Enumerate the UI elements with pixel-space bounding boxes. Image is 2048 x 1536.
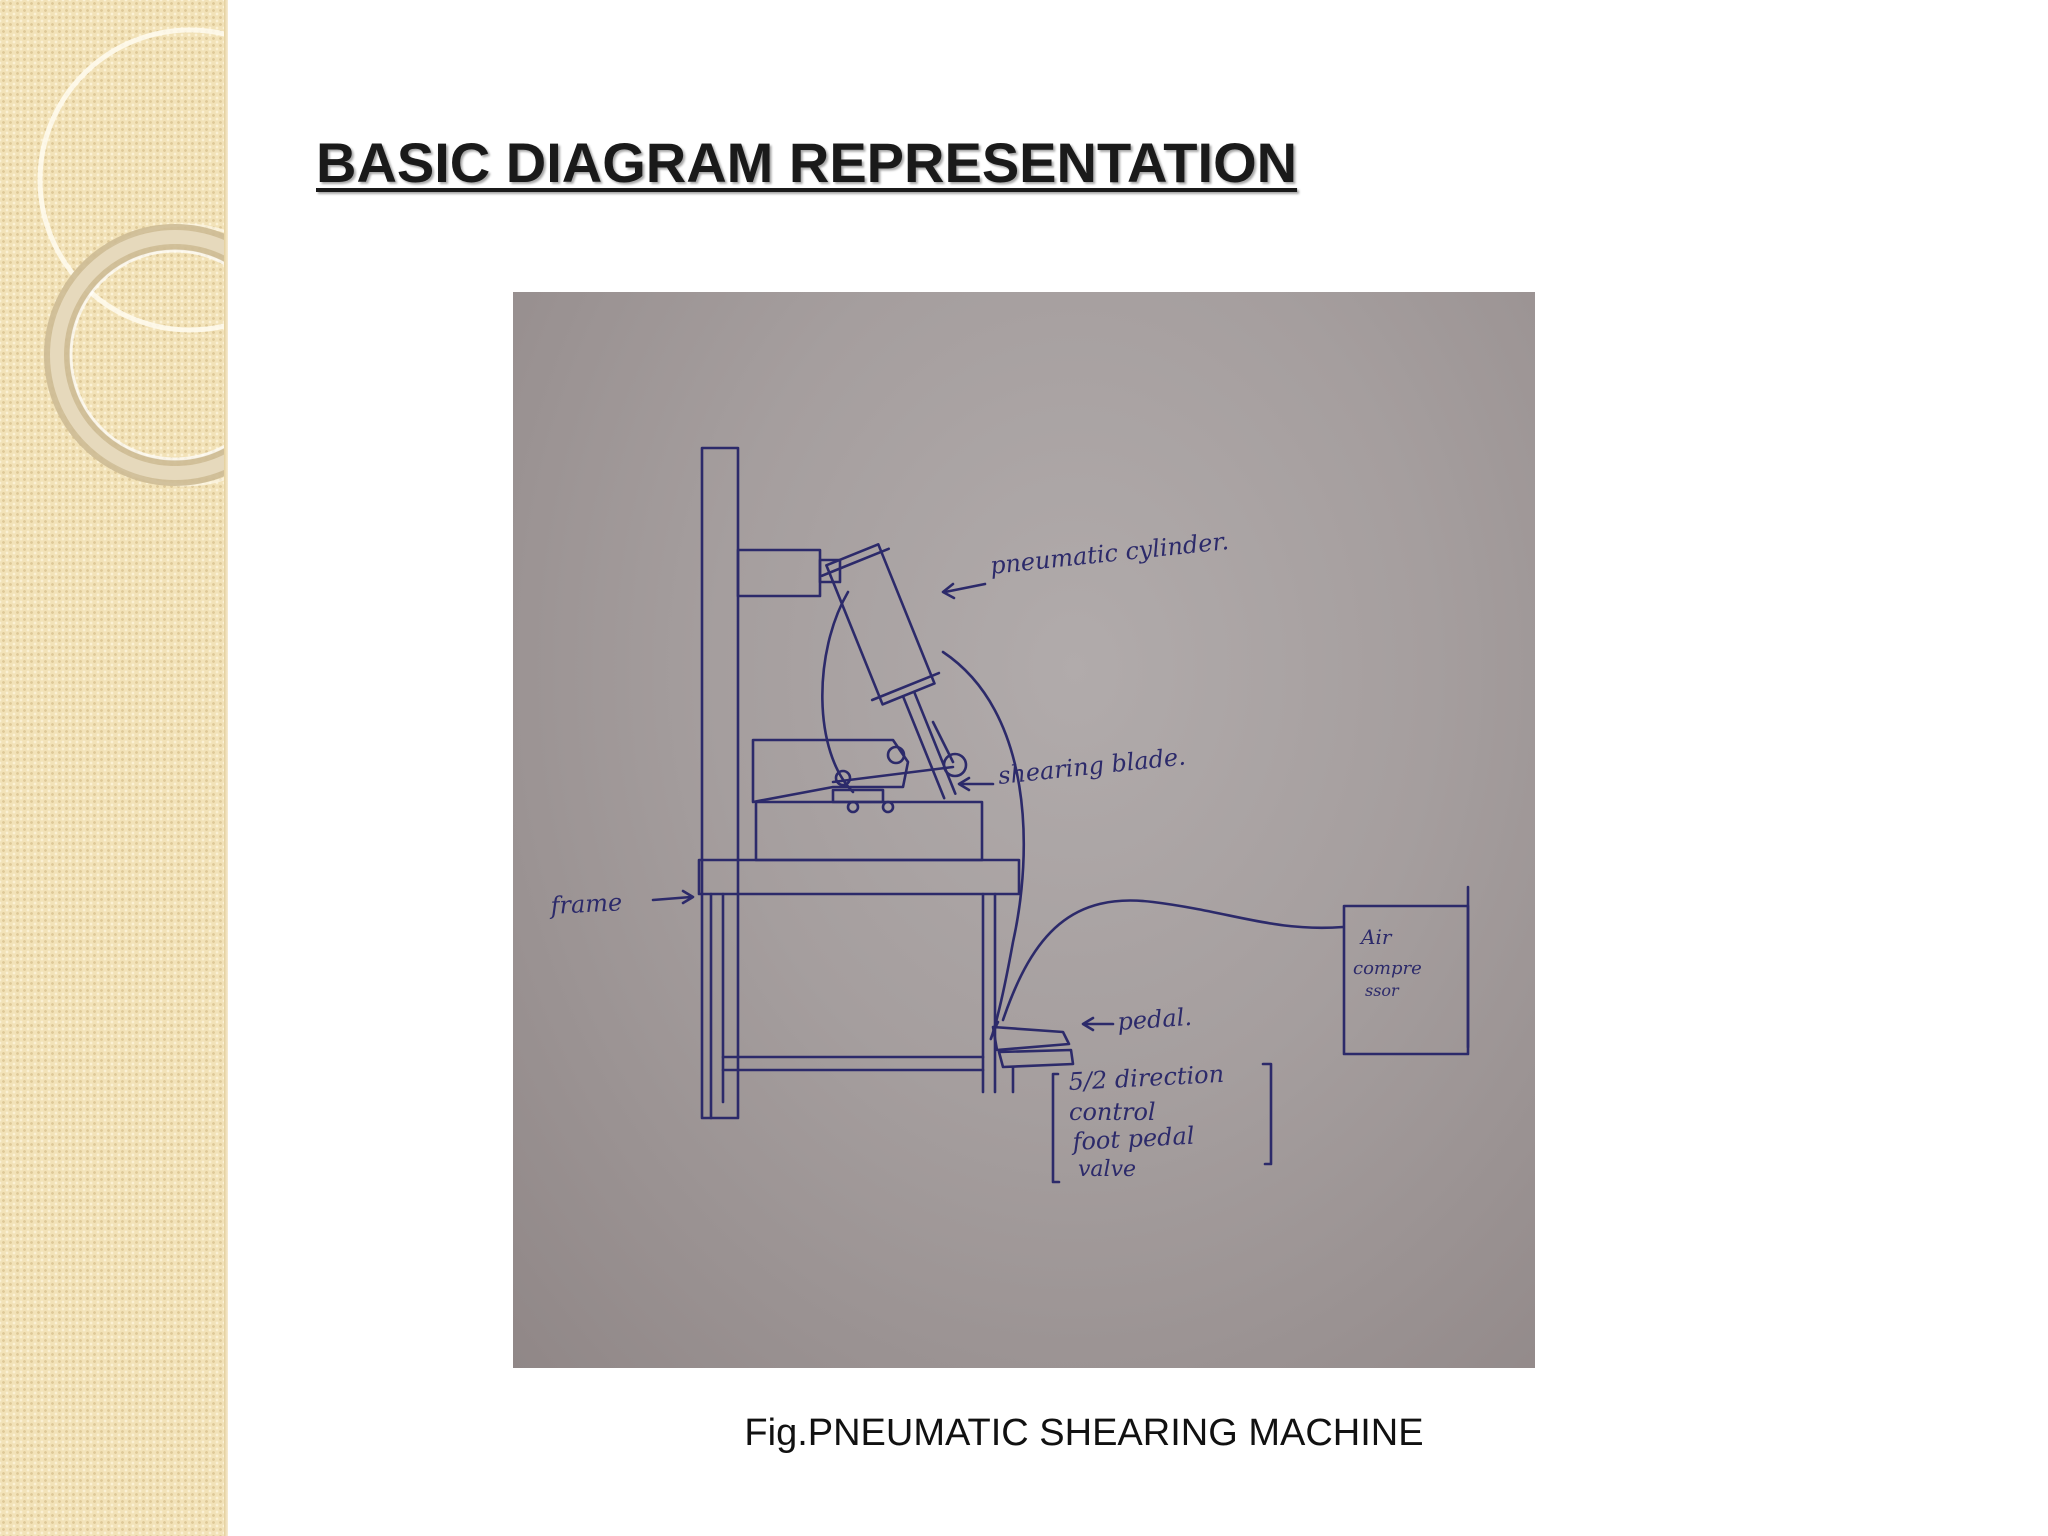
- label-compressor-2: compre: [1353, 958, 1422, 979]
- figure-caption: Fig.PNEUMATIC SHEARING MACHINE: [744, 1412, 1424, 1454]
- bracket-clevis: [818, 558, 842, 584]
- label-compressor-3: ssor: [1365, 981, 1400, 1000]
- label-valve-2: control: [1069, 1098, 1156, 1126]
- label-valve-3: foot pedal: [1070, 1122, 1195, 1156]
- label-valve-4: valve: [1078, 1157, 1136, 1182]
- shearing-blade: [751, 738, 910, 804]
- label-valve-1: 5/2 direction: [1068, 1060, 1225, 1096]
- label-pedal: pedal.: [1116, 1003, 1192, 1036]
- hand-drawn-diagram: pneumatic cylinder. shearing blade. fram…: [548, 446, 1470, 1184]
- foot-pedal: [991, 1025, 1075, 1069]
- label-shearing-blade: shearing blade.: [997, 742, 1187, 790]
- air-hose-return: [941, 650, 1026, 1041]
- air-hose-cylinder: [821, 590, 855, 794]
- decorative-side-band: [0, 0, 226, 1536]
- frame-post: [700, 446, 740, 1120]
- die-block: [831, 788, 885, 804]
- slide-title: BASIC DIAGRAM REPRESENTATION: [316, 131, 1298, 194]
- label-pneumatic-cylinder: pneumatic cylinder.: [989, 527, 1230, 580]
- air-hose-compressor: [1001, 899, 1345, 1022]
- label-frame: frame: [548, 888, 623, 920]
- side-band-edge: [224, 0, 228, 1536]
- cylinder-bracket: [736, 548, 822, 598]
- base-block: [754, 800, 984, 862]
- pneumatic-cylinder: [820, 543, 957, 800]
- label-compressor-1: Air: [1359, 925, 1393, 949]
- diagram-photo: pneumatic cylinder. shearing blade. fram…: [513, 292, 1535, 1368]
- table-top: [697, 858, 1021, 896]
- decorative-rings: [37, 27, 226, 487]
